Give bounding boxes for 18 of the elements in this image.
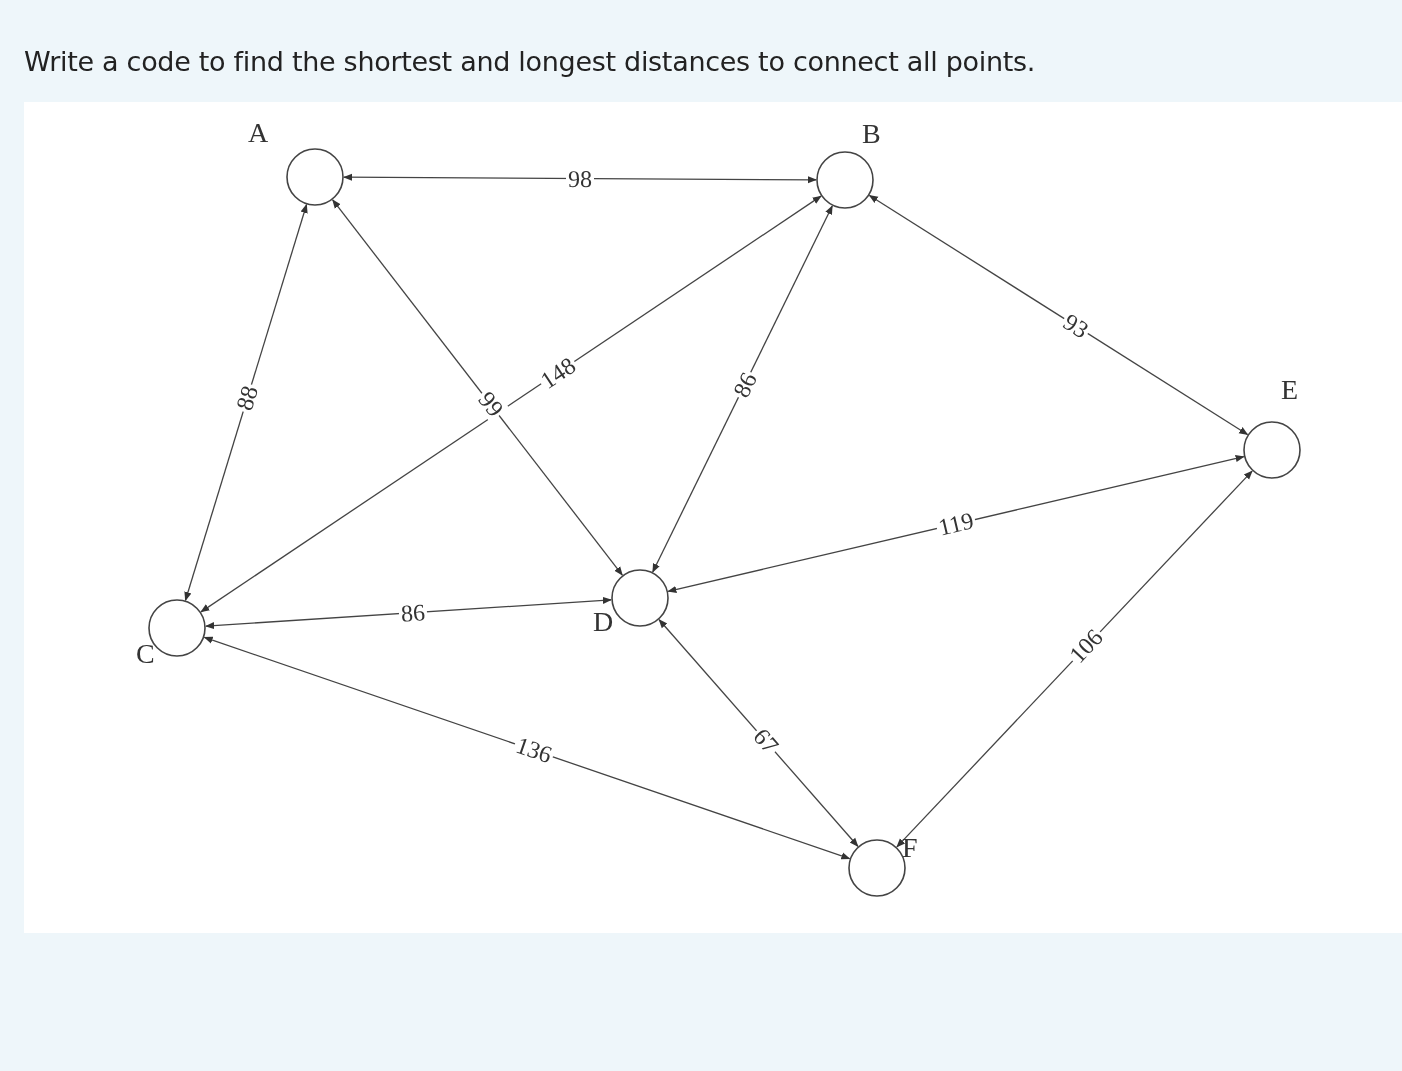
node-label: F xyxy=(902,834,918,862)
connector-arrow xyxy=(868,194,1249,436)
question-title: Write a code to find the shortest and longest distances to connect all points. xyxy=(24,46,1036,77)
connector-arrow xyxy=(896,470,1253,848)
connector-arrow xyxy=(658,619,859,847)
node-label: B xyxy=(862,120,881,148)
connector-arrow xyxy=(205,596,612,630)
connector-arrow xyxy=(200,195,822,613)
node-label: E xyxy=(1281,376,1299,404)
node-label: A xyxy=(248,119,269,147)
connector-arrow xyxy=(667,454,1245,594)
node-label: D xyxy=(593,608,614,636)
connector-arrow xyxy=(343,173,817,184)
connector-arrow xyxy=(203,636,851,860)
connector-arrow xyxy=(332,199,623,576)
node-label: C xyxy=(136,640,155,668)
connector-arrow xyxy=(652,205,833,573)
connector-arrow xyxy=(184,203,308,602)
